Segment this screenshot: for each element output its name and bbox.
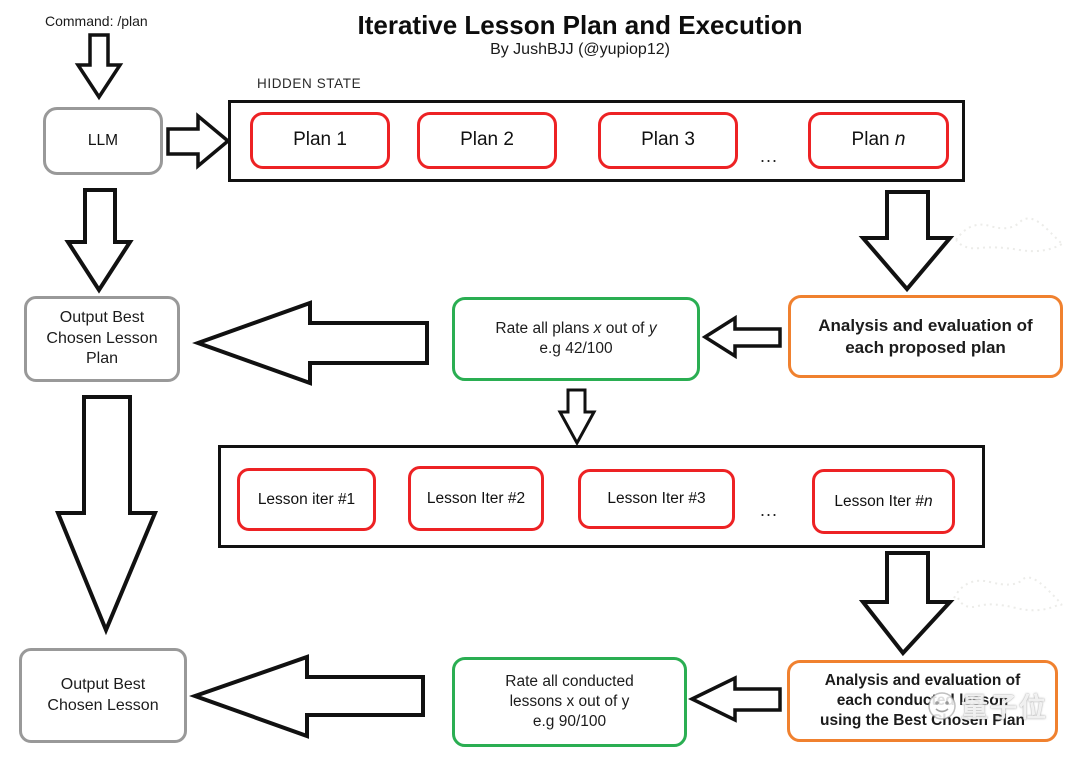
lessons-ellipsis: ...	[760, 500, 779, 520]
rate-lessons-line: lessons x out of y	[509, 693, 630, 711]
faint-scribble	[953, 576, 1063, 612]
output-plan-line: Plan	[85, 350, 119, 368]
down-arrow-icon	[858, 551, 955, 657]
plan-box-2: Plan 2	[417, 112, 557, 169]
down-arrow-icon	[64, 188, 134, 294]
analysis-conducted-box: Analysis and evaluation of each conducte…	[787, 660, 1058, 742]
rate-plans-line2: e.g 42/100	[539, 340, 613, 357]
analysis-proposed-box: Analysis and evaluation of each proposed…	[788, 295, 1063, 378]
left-arrow-icon	[701, 314, 782, 360]
rate-lessons-box: Rate all conducted lessons x out of y e.…	[452, 657, 687, 747]
lesson-iter-box-1: Lesson iter #1	[237, 468, 376, 531]
plan-3-label: Plan 3	[641, 129, 695, 151]
hidden-state-label: HIDDEN STATE	[257, 76, 362, 91]
llm-label: LLM	[87, 132, 119, 150]
analysis-line: using the Best Chosen Plan	[820, 711, 1025, 729]
lesson-iter-box-3: Lesson Iter #3	[578, 469, 735, 529]
down-arrow-icon	[74, 33, 124, 101]
left-arrow-icon	[192, 300, 429, 386]
plan-1-label: Plan 1	[293, 129, 347, 151]
faint-scribble	[955, 217, 1064, 253]
left-arrow-icon	[188, 654, 425, 739]
output-best-lesson-box: Output Best Chosen Lesson	[19, 648, 187, 743]
plan-n-label: Plan n	[851, 129, 906, 151]
analysis-line: each conducted lesson	[836, 692, 1009, 710]
rate-lessons-line: e.g 90/100	[532, 712, 607, 730]
lesson-iter-n-label: Lesson Iter #n	[834, 492, 933, 510]
lesson-iter-box-n: Lesson Iter #n	[812, 469, 955, 534]
page-title: Iterative Lesson Plan and Execution	[357, 10, 803, 40]
rate-plans-line1: Rate all plans x out of y	[495, 320, 657, 338]
output-lesson-line: Output Best	[60, 676, 146, 694]
plan-2-label: Plan 2	[460, 129, 514, 151]
lesson-iter-2-label: Lesson Iter #2	[426, 489, 526, 507]
lesson-iter-3-label: Lesson Iter #3	[607, 490, 706, 508]
output-plan-line: Output Best	[59, 309, 145, 327]
command-label: Command: /plan	[45, 13, 148, 29]
plan-box-3: Plan 3	[598, 112, 738, 169]
rate-plans-box: Rate all plans x out of y e.g 42/100	[452, 297, 700, 381]
output-lesson-line: Chosen Lesson	[47, 696, 159, 714]
right-arrow-icon	[166, 112, 231, 170]
output-best-plan-box: Output Best Chosen Lesson Plan	[24, 296, 180, 382]
rate-lessons-line: Rate all conducted	[505, 673, 634, 691]
left-arrow-icon	[688, 675, 782, 723]
analysis-line: each proposed plan	[845, 337, 1006, 357]
analysis-line: Analysis and evaluation of	[818, 315, 1033, 335]
down-arrow-icon	[858, 190, 955, 293]
down-arrow-icon	[557, 388, 597, 447]
plans-ellipsis: ...	[760, 146, 779, 166]
lesson-iter-box-2: Lesson Iter #2	[408, 466, 544, 531]
long-down-arrow-icon	[55, 395, 159, 636]
lesson-iter-1-label: Lesson iter #1	[257, 490, 356, 508]
plan-box-1: Plan 1	[250, 112, 390, 169]
analysis-line: Analysis and evaluation of	[824, 672, 1021, 690]
plan-box-n: Plan n	[808, 112, 949, 169]
page-subtitle: By JushBJJ (@yupiop12)	[490, 41, 670, 58]
llm-box: LLM	[43, 107, 163, 175]
output-plan-line: Chosen Lesson	[46, 329, 158, 347]
